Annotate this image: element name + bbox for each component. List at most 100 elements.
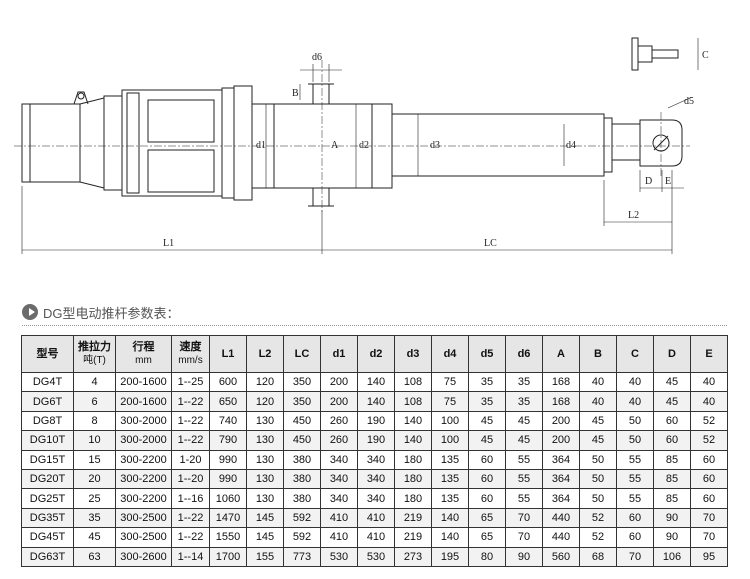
table-cell: 190	[357, 410, 395, 432]
table-cell: 130	[246, 430, 284, 451]
table-cell: 135	[431, 449, 469, 470]
table-cell: 70	[616, 546, 654, 567]
column-header: E	[690, 335, 728, 373]
table-cell: 1--22	[171, 430, 210, 451]
column-header-label: A	[557, 347, 565, 360]
column-header-unit: 吨(T)	[83, 355, 106, 366]
column-header-label: L1	[221, 347, 235, 360]
table-cell: 35	[505, 391, 543, 412]
label-a: A	[331, 140, 339, 151]
table-cell: 410	[357, 507, 395, 529]
table-cell: 20	[73, 468, 116, 490]
table-cell: 70	[505, 527, 543, 548]
table-cell: 45	[653, 371, 691, 393]
table-cell: 85	[653, 488, 691, 509]
table-cell: 60	[468, 449, 506, 470]
column-header-label: d3	[406, 347, 420, 360]
table-cell: 8	[73, 410, 116, 432]
table-cell: 190	[357, 430, 395, 451]
table-cell: 1--25	[171, 371, 210, 393]
table-cell: 200	[542, 410, 580, 432]
table-cell: 200-1600	[115, 371, 172, 393]
table-cell: 60	[616, 507, 654, 529]
play-icon	[22, 304, 38, 320]
table-cell: 65	[468, 527, 506, 548]
table-cell: 45	[579, 410, 617, 432]
column-header-label: 推拉力	[78, 341, 111, 353]
label-lc: LC	[484, 238, 497, 249]
column-header-label: D	[668, 347, 676, 360]
table-cell: 63	[73, 546, 116, 567]
column-header: 型号	[21, 335, 74, 373]
column-header: d3	[394, 335, 432, 373]
model-cell: DG6T	[21, 391, 74, 412]
column-header-label: C	[631, 347, 639, 360]
table-cell: 1700	[209, 546, 247, 567]
label-l1: L1	[163, 238, 174, 249]
table-cell: 60	[690, 468, 728, 490]
table-cell: 1--22	[171, 527, 210, 548]
column-header-label: d6	[517, 347, 531, 360]
table-cell: 4	[73, 371, 116, 393]
table-cell: 140	[394, 430, 432, 451]
table-cell: 100	[431, 430, 469, 451]
table-cell: 380	[283, 468, 321, 490]
table-cell: 130	[246, 468, 284, 490]
column-header-label: d5	[480, 347, 494, 360]
model-cell: DG4T	[21, 371, 74, 393]
table-cell: 75	[431, 391, 469, 412]
model-cell: DG20T	[21, 468, 74, 490]
table-cell: 50	[616, 410, 654, 432]
table-cell: 740	[209, 410, 247, 432]
table-cell: 108	[394, 391, 432, 412]
column-header-label: 型号	[36, 347, 59, 360]
table-cell: 40	[616, 371, 654, 393]
table-cell: 219	[394, 527, 432, 548]
model-cell: DG35T	[21, 507, 74, 529]
table-cell: 40	[690, 371, 728, 393]
table-cell: 364	[542, 488, 580, 509]
column-header-label: L2	[258, 347, 272, 360]
table-cell: 300-2500	[115, 507, 172, 529]
table-cell: 990	[209, 449, 247, 470]
table-cell: 350	[283, 391, 321, 412]
table-cell: 260	[320, 410, 358, 432]
model-cell: DG10T	[21, 430, 74, 451]
column-header-unit: mm/s	[178, 355, 203, 366]
table-cell: 45	[468, 430, 506, 451]
table-cell: 55	[616, 449, 654, 470]
table-cell: 15	[73, 449, 116, 470]
table-cell: 70	[690, 527, 728, 548]
label-d2: d2	[359, 140, 369, 151]
table-cell: 52	[690, 410, 728, 432]
table-cell: 108	[394, 371, 432, 393]
label-d5: d5	[684, 96, 694, 107]
label-l2: L2	[628, 210, 639, 221]
table-cell: 1--16	[171, 488, 210, 509]
table-cell: 25	[73, 488, 116, 509]
divider	[22, 325, 727, 326]
motor-flange	[79, 97, 105, 189]
table-cell: 60	[653, 410, 691, 432]
table-cell: 180	[394, 468, 432, 490]
section-title-text: DG型电动推杆参数表：	[43, 305, 180, 321]
table-cell: 364	[542, 449, 580, 470]
table-cell: 100	[431, 410, 469, 432]
table-cell: 35	[468, 391, 506, 412]
table-cell: 200	[320, 371, 358, 393]
table-cell: 45	[505, 430, 543, 451]
column-header: D	[653, 335, 691, 373]
table-cell: 35	[505, 371, 543, 393]
column-header-label: E	[705, 347, 713, 360]
table-cell: 52	[690, 430, 728, 451]
table-cell: 200	[542, 430, 580, 451]
table-cell: 340	[357, 488, 395, 509]
